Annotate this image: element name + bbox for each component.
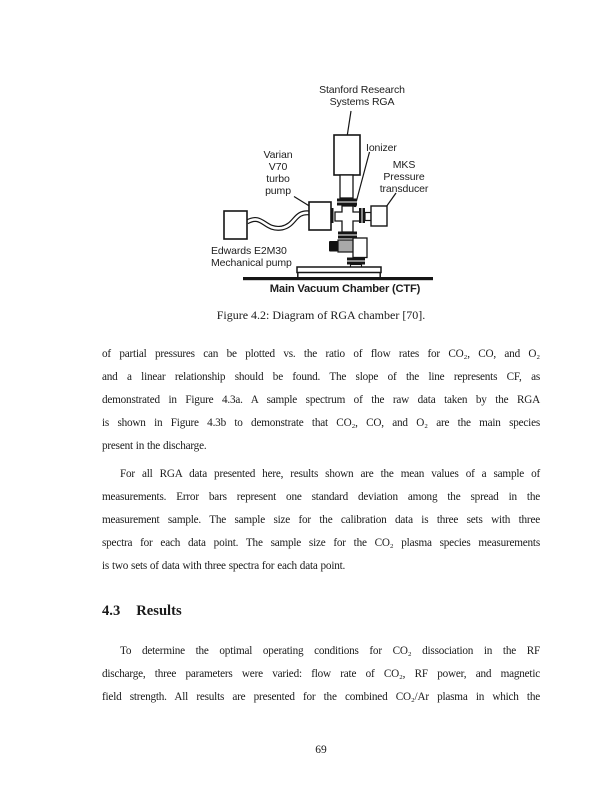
text-line: spectra for each data point. The sample … [102, 537, 540, 549]
valve-knob [329, 241, 338, 252]
text-line: demonstrated in Figure 4.3a. A sample sp… [102, 394, 540, 406]
section-title: Results [136, 603, 182, 619]
valve-elbow [352, 237, 368, 259]
text-line: is two sets of data with three spectra f… [102, 560, 346, 572]
rga-box [333, 134, 361, 176]
section-number: 4.3 [102, 603, 121, 619]
text-line: Varian [263, 149, 293, 161]
text-line: Edwards E2M30 [211, 244, 287, 257]
pointer-rga [346, 110, 352, 138]
mks-nipple [364, 211, 372, 222]
text-line: Mechanical pump [211, 257, 292, 270]
text-line: measurement sample. The sample size for … [102, 514, 540, 526]
text-line: To determine the optimal operating condi… [120, 645, 540, 657]
text-line: pump [265, 185, 291, 197]
paragraph-results-intro: To determine the optimal operating condi… [102, 640, 540, 709]
section-heading: 4.3 Results [102, 603, 540, 620]
text-line: Pressure [383, 170, 425, 183]
text-line: Stanford Research [319, 84, 405, 96]
text-line: field strength. All results are presente… [102, 691, 540, 703]
text-line: Systems RGA [329, 96, 395, 109]
text-line: of partial pressures can be plotted vs. … [102, 348, 540, 360]
turbo-pump-box [308, 201, 332, 231]
valve-body [337, 239, 355, 253]
text-line: and a linear relationship should be foun… [102, 371, 540, 383]
text-line: MKS [392, 158, 416, 171]
cross-fitting [334, 205, 361, 233]
text-line: transducer [379, 182, 429, 195]
paragraph-rga-data: For all RGA data presented here, results… [102, 463, 540, 578]
label-ionizer: Ionizer [366, 141, 397, 154]
vacuum-hose-inner [246, 211, 311, 230]
chamber-pedestal-plate [296, 266, 382, 274]
page-number: 69 [315, 744, 327, 756]
paragraph-partial-pressures: of partial pressures can be plotted vs. … [102, 343, 540, 458]
mechanical-pump-box [223, 210, 248, 240]
text-line: turbo [266, 173, 290, 185]
text-line: present in the discharge. [102, 440, 207, 452]
label-main-vacuum-chamber: Main Vacuum Chamber (CTF) [269, 283, 421, 295]
text-line: V70 [268, 161, 288, 173]
text-line: is shown in Figure 4.3b to demonstrate t… [102, 417, 540, 429]
text-line: measurements. Error bars represent one s… [102, 491, 540, 503]
chamber-top-line [243, 277, 433, 281]
pointer-ionizer [354, 151, 371, 205]
ionizer-tube [339, 174, 354, 199]
text-line: discharge, three parameters were varied:… [102, 668, 540, 680]
figure-caption: Figure 4.2: Diagram of RGA chamber [70]. [216, 308, 426, 322]
mks-transducer-box [370, 205, 388, 227]
text-line: For all RGA data presented here, results… [120, 468, 540, 480]
